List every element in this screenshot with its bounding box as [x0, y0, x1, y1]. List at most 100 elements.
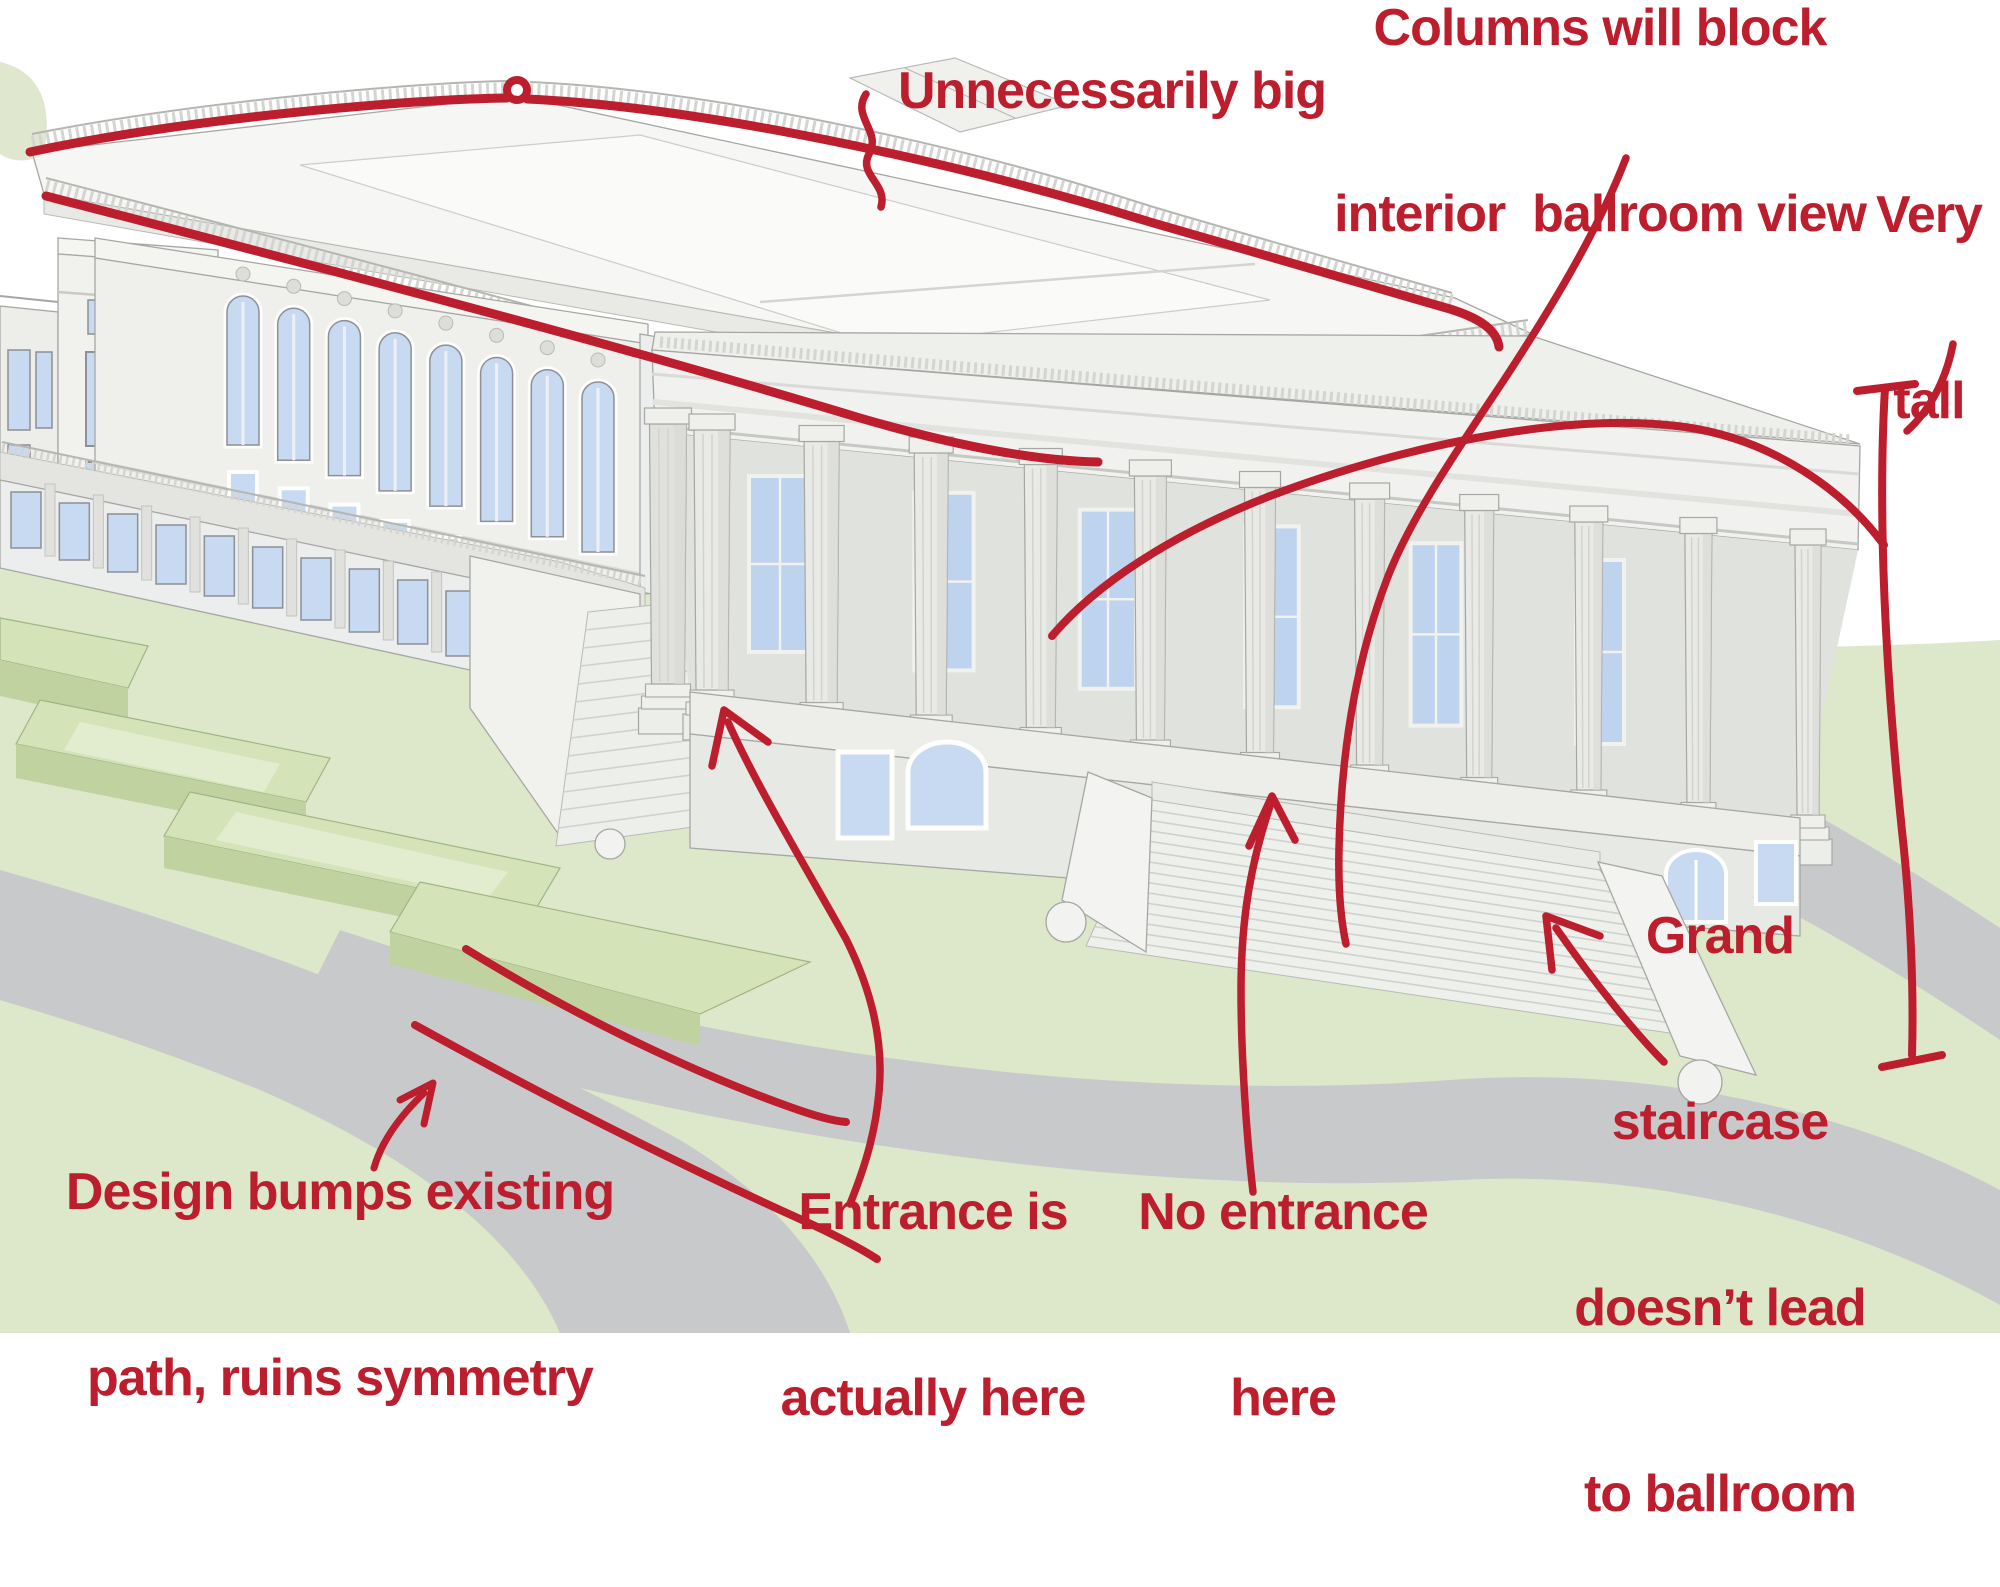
terrace-rail-top: [1, 441, 646, 577]
annotation-line: interior ballroom view: [1334, 185, 1867, 243]
annotation-very-tall: Very tall: [1876, 60, 1983, 494]
column: [1783, 528, 1833, 866]
column-shading: [1265, 487, 1276, 753]
roof-seam: [759, 262, 1256, 304]
unnecessarily-big-connector: [858, 90, 886, 211]
terrace-window: [348, 568, 381, 633]
terrace-window: [203, 535, 236, 597]
portico: [637, 331, 1861, 937]
basement-arched-window: [905, 739, 989, 831]
terrace-pilaster: [44, 483, 56, 557]
planter-inset: [64, 722, 280, 792]
planter-front: [0, 660, 128, 724]
terrace-pilaster: [382, 560, 394, 641]
column-capital: [1569, 505, 1609, 523]
terrace-pilaster: [286, 538, 298, 617]
column-flute: [812, 445, 815, 701]
column-flute: [1581, 525, 1584, 789]
annotation-line: tall: [1893, 372, 1965, 430]
column-capital: [1459, 493, 1500, 512]
step-line: [1129, 847, 1639, 928]
annotation-line: actually here: [780, 1369, 1087, 1427]
facade-medallion: [539, 340, 555, 356]
facade-medallion: [387, 303, 403, 319]
column-flute: [1251, 491, 1254, 751]
roof-inner-slab: [299, 134, 1271, 346]
terrace-pilaster: [237, 527, 249, 605]
design-bumps-arrow: [370, 1089, 428, 1172]
step-line: [558, 807, 701, 829]
column-shading: [827, 441, 840, 703]
roof-outline-back-stroke: [522, 94, 1504, 352]
column-flute: [1141, 479, 1145, 739]
entrance-actual-arrowhead: [708, 706, 772, 770]
grand-stair-volute-right: [1677, 1059, 1723, 1105]
path-left-sweep: [0, 870, 850, 1333]
existing-path-lower-stroke: [411, 1021, 881, 1263]
column-capital: [798, 424, 845, 443]
annotation-grand-staircase: Grand staircase doesn’t lead to ballroom: [1574, 781, 1866, 1587]
step-line: [1138, 828, 1624, 905]
annotation-line: Columns will block: [1373, 0, 1828, 57]
very-tall-connector: [1903, 340, 1957, 435]
annotation-line: No entrance: [1138, 1183, 1429, 1241]
terrace-window: [58, 502, 91, 561]
roof-outline-front-stroke: [41, 191, 1103, 467]
column-shading: [1374, 499, 1385, 765]
step-line: [1099, 916, 1693, 1007]
facade-medallion: [336, 291, 352, 307]
design-bumps-arrowhead: [396, 1079, 437, 1128]
side-stair-volute: [594, 828, 626, 860]
terrace-window: [300, 557, 332, 621]
column-capital: [643, 407, 693, 425]
column-capital: [1679, 516, 1718, 535]
column-flute: [1690, 537, 1694, 801]
terrace-window: [396, 579, 429, 645]
column: [637, 407, 699, 735]
annotation-line: Entrance is: [798, 1183, 1068, 1241]
annotation-line: to ballroom: [1583, 1465, 1857, 1523]
annotation-entrance-actual: Entrance is actually here: [780, 1057, 1087, 1491]
step-line: [565, 755, 701, 775]
step-line: [1103, 906, 1686, 996]
column-capital: [1789, 528, 1827, 546]
grand-staircase-arrow: [1552, 924, 1668, 1066]
annotation-no-entrance: No entrance here: [1138, 1057, 1429, 1491]
grand-stair-volute-left: [1045, 901, 1087, 943]
terrace-window: [155, 524, 187, 585]
planter-inset: [216, 812, 508, 898]
column-shading: [1046, 464, 1058, 728]
ballroom-diagram: [0, 57, 2000, 1333]
terrace-window: [251, 546, 284, 609]
facade-medallion: [438, 315, 454, 331]
grand-stair-cheek-right: [1596, 861, 1758, 1076]
column-shading: [718, 430, 730, 690]
terrace-pilaster: [189, 516, 201, 593]
step-line: [563, 773, 701, 793]
annotation-line: Very: [1876, 186, 1983, 244]
facade-medallion: [489, 327, 505, 343]
roof-skylight-ridge: [904, 67, 1016, 119]
step-line: [1094, 925, 1701, 1019]
step-line: [1134, 838, 1632, 917]
red-annotation-strokes: [25, 76, 1957, 1263]
grand-staircase-arrowhead: [1542, 912, 1604, 974]
annotation-line: path, ruins symmetry: [87, 1349, 594, 1407]
terrace-window: [106, 513, 139, 573]
column-flute: [921, 456, 925, 714]
terrace-pilaster: [431, 571, 443, 653]
terrace-window: [10, 491, 42, 549]
hill-top-left: [0, 62, 47, 161]
basement-window: [1754, 840, 1798, 906]
existing-path-upper-stroke: [462, 945, 850, 1126]
facade-medallion: [235, 266, 251, 282]
basement-window: [835, 749, 895, 841]
height-bracket-line: [1878, 384, 1917, 1059]
terrace-pilaster: [92, 494, 104, 569]
annotation-line: here: [1230, 1369, 1337, 1427]
column-shading: [1702, 533, 1712, 803]
roof-skylight: [848, 57, 1072, 133]
annotation-line: Grand: [1645, 907, 1795, 965]
column-capital: [1128, 459, 1173, 477]
annotation-design-bumps: Design bumps existing path, ruins symmet…: [66, 1037, 615, 1471]
